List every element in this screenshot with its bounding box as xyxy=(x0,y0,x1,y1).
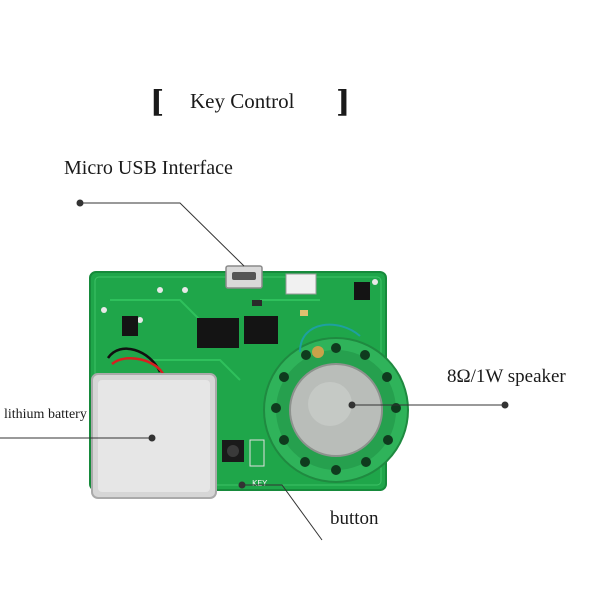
speaker xyxy=(263,323,409,483)
title-group: [ Key Control ] xyxy=(150,86,350,122)
bracket-left: [ xyxy=(150,85,165,120)
bracket-right: ] xyxy=(336,85,351,120)
ic-chips xyxy=(122,273,370,348)
button-label: button xyxy=(330,508,379,529)
usb-label: Micro USB Interface xyxy=(64,157,233,179)
battery-label: lithium battery xyxy=(4,407,87,422)
pointer-lines xyxy=(0,199,509,541)
push-button xyxy=(222,439,265,467)
micro-usb-connector xyxy=(225,265,263,289)
speaker-label: 8Ω/1W speaker xyxy=(447,366,566,387)
page-title: Key Control xyxy=(190,89,295,113)
pcb-key-text: KEY xyxy=(252,479,267,488)
